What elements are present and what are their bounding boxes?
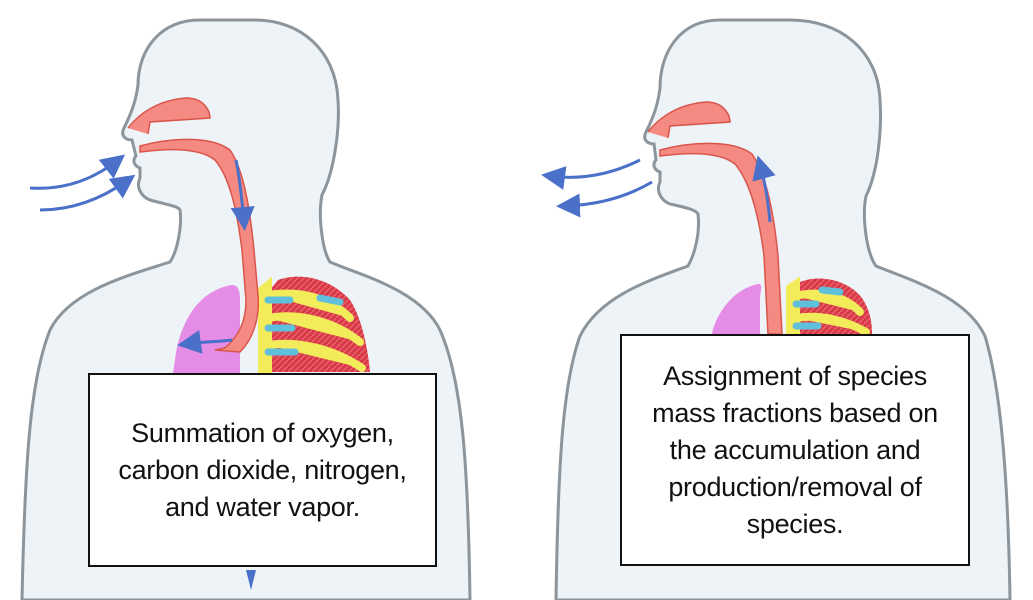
exhale-arrows-icon <box>550 160 652 206</box>
inhalation-caption: Summation of oxygen, carbon dioxide, nit… <box>112 415 413 526</box>
exhalation-caption: Assignment of species mass fractions bas… <box>640 358 950 543</box>
inhale-arrows-icon <box>30 160 128 210</box>
inhalation-caption-box: Summation of oxygen, carbon dioxide, nit… <box>88 373 437 567</box>
exhalation-caption-box: Assignment of species mass fractions bas… <box>620 334 970 566</box>
